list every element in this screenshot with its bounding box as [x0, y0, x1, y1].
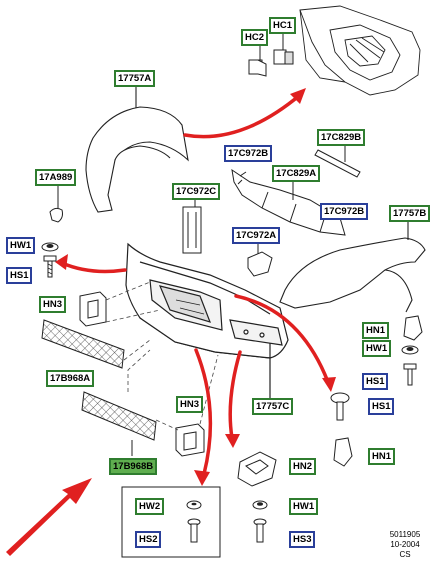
label-17c972c: 17C972C: [172, 183, 221, 200]
middle-fasteners: [330, 392, 353, 467]
bracket-17c972c: [182, 196, 202, 254]
label-hc1: HC1: [269, 17, 297, 34]
footer-info: 5011905 10-2004 CS: [383, 530, 427, 560]
label-hc2: HC2: [241, 29, 269, 46]
label-17757c: 17757C: [252, 398, 294, 415]
wheel-arch-liner-right: [279, 222, 426, 313]
bumper-beam: [231, 168, 346, 236]
label-hw1-left: HW1: [6, 237, 36, 254]
label-hs1-left: HS1: [6, 267, 33, 284]
drawing-code: 5011905: [389, 530, 421, 539]
label-hn1-right: HN1: [362, 322, 390, 339]
vehicle-corner-drawing: [299, 5, 421, 96]
label-hs1-right: HS1: [362, 373, 389, 390]
bumper-cover: [125, 242, 289, 398]
hn2-clip: [237, 451, 277, 487]
wheel-arch-liner-left: [85, 85, 189, 213]
grille-17b968a: [41, 319, 125, 369]
drawing-date: 10-2004: [390, 540, 420, 549]
label-hn2: HN2: [289, 458, 317, 475]
label-hn1-mid: HN1: [368, 448, 396, 465]
label-hn3-low: HN3: [176, 396, 204, 413]
label-17b968a: 17B968A: [46, 370, 95, 387]
hn3-clip-upper: [79, 291, 107, 327]
strip-17c829b: [314, 145, 361, 178]
label-hs3: HS3: [289, 531, 316, 548]
label-17c972a: 17C972A: [232, 227, 281, 244]
grille-17b968b: [81, 391, 157, 441]
label-hs1-mid: HS1: [368, 398, 395, 415]
label-17757a: 17757A: [114, 70, 156, 87]
label-17757b: 17757B: [389, 205, 431, 222]
label-17c829a: 17C829A: [272, 165, 321, 182]
red-arrows: [60, 93, 330, 476]
label-17c972b-top: 17C972B: [224, 145, 273, 162]
bracket-17c972a: [247, 240, 273, 277]
right-fasteners: [401, 315, 423, 386]
hn3-clip-lower: [175, 423, 205, 457]
label-hw1-low: HW1: [289, 498, 319, 515]
label-17b968b: 17B968B: [109, 458, 158, 475]
lower-center-fasteners: [252, 500, 268, 543]
hc-clips: [248, 30, 294, 77]
label-hw2: HW2: [135, 498, 165, 515]
label-17c829b: 17C829B: [317, 129, 366, 146]
label-17c972b-right: 17C972B: [320, 203, 369, 220]
label-17a989: 17A989: [35, 169, 77, 186]
label-hn3-top: HN3: [39, 296, 67, 313]
label-hw1-right: HW1: [362, 340, 392, 357]
left-fasteners: [41, 186, 63, 278]
label-hs2: HS2: [135, 531, 162, 548]
red-arrowheads: [6, 88, 336, 556]
drawing-cs: CS: [399, 550, 411, 559]
